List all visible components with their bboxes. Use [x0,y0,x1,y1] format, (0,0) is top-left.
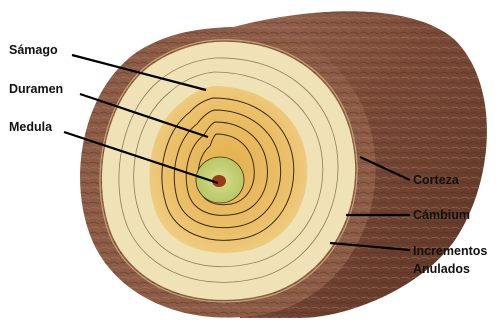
label-cambium: Cámbium [413,208,470,222]
label-incrementos-line1: Incrementos [413,244,487,258]
label-incrementos-line2: Anulados [413,262,470,276]
label-duramen: Duramen [9,82,63,96]
label-samago: Sámago [9,43,58,57]
label-corteza: Corteza [413,173,460,187]
label-medula: Medula [9,120,53,134]
log-cross-section-icon [80,27,376,318]
